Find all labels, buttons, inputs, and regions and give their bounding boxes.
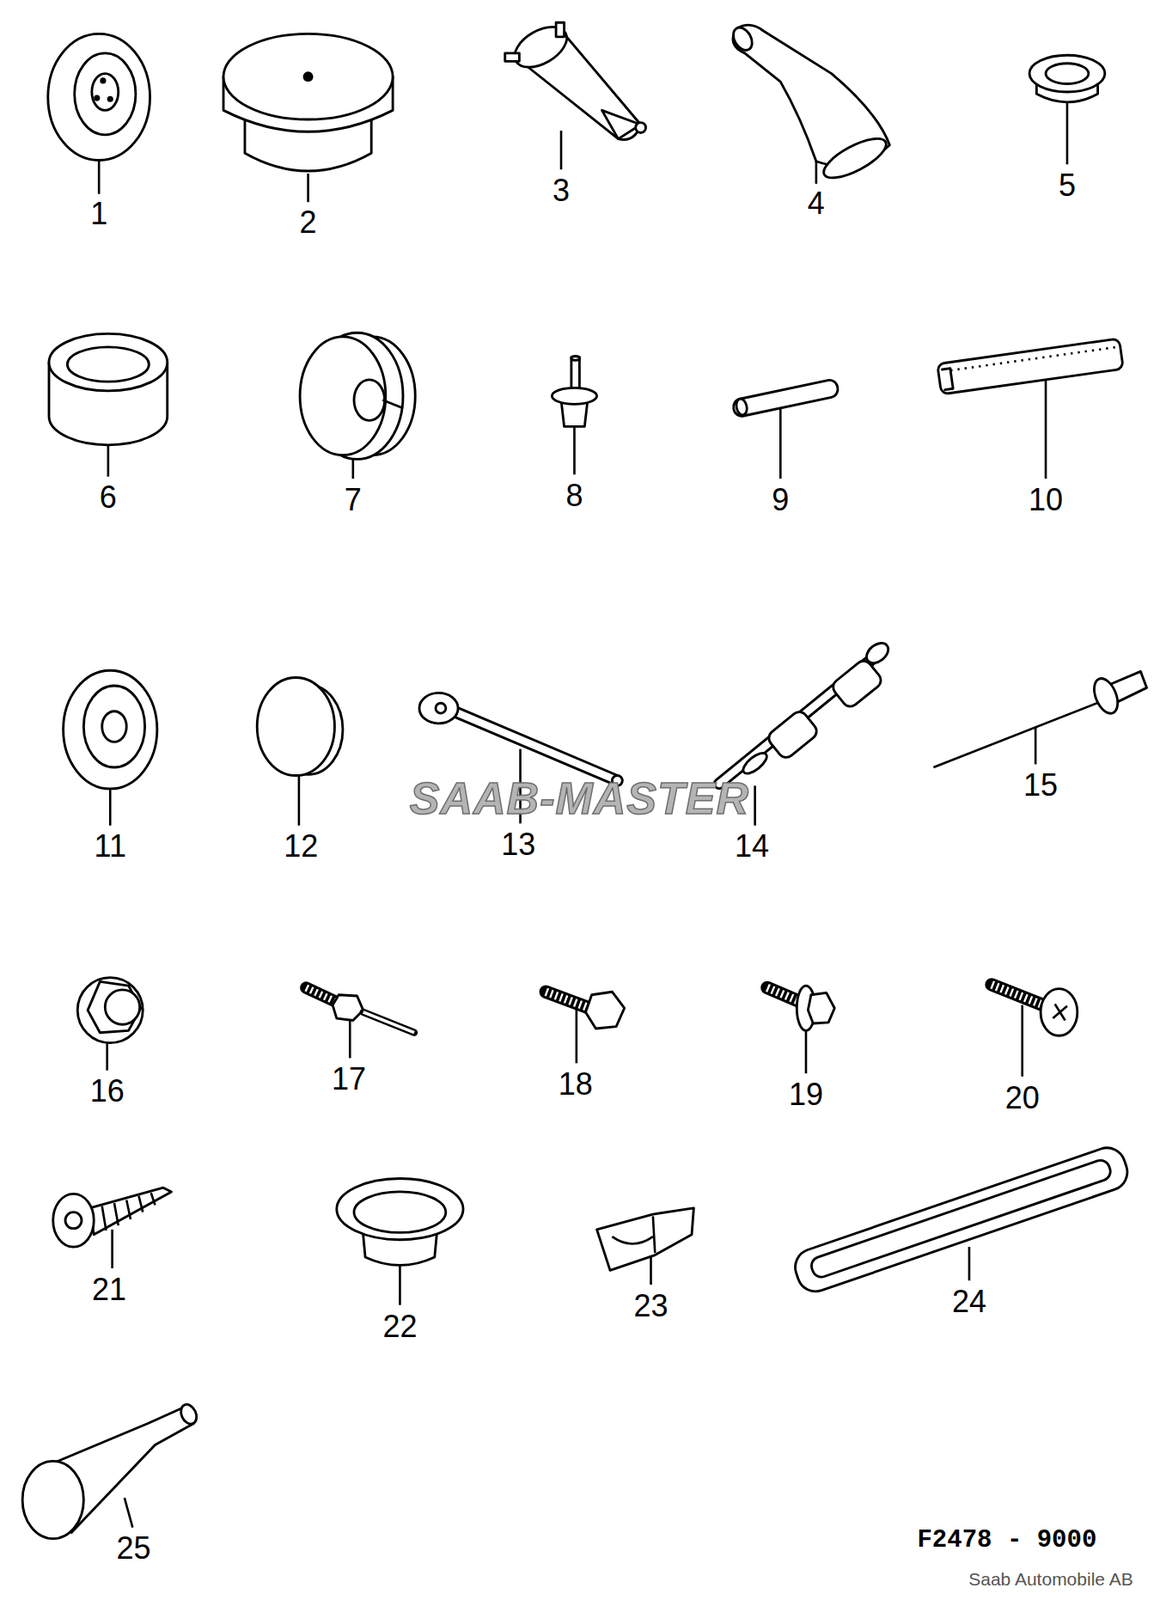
callout-number: 22 [382, 1309, 417, 1344]
flange-bolt [767, 985, 835, 1031]
callout-number: 23 [633, 1288, 668, 1324]
edge-strip [937, 338, 1124, 395]
callout-number: 12 [283, 830, 318, 865]
callout-number: 19 [788, 1077, 824, 1112]
callout-number: 13 [500, 827, 536, 862]
callout-number: 10 [1028, 482, 1063, 518]
small-grommet [1029, 54, 1106, 103]
callout-number: 20 [1005, 1080, 1040, 1116]
callout-number: 3 [552, 173, 570, 208]
hose-piece [732, 378, 840, 418]
callout-number: 7 [344, 482, 362, 518]
spring-clip [597, 1208, 695, 1270]
spring-rod [719, 639, 892, 784]
callout-number: 25 [116, 1532, 152, 1567]
grommet-disc [48, 33, 151, 160]
grooved-grommet [299, 332, 416, 459]
callout-number: 4 [807, 187, 825, 222]
leader-lines [98, 102, 1068, 1528]
callout-number: 14 [734, 830, 770, 865]
callout-number: 9 [771, 482, 789, 518]
plug-stopper [22, 1402, 200, 1539]
copyright-note: Saab Automobile AB [968, 1569, 1133, 1589]
bushing-ring [48, 333, 168, 445]
push-pin [551, 356, 597, 428]
callout-number: 21 [91, 1272, 127, 1307]
blanking-grommet [63, 670, 158, 789]
cap-plug [256, 677, 343, 776]
link-rod [419, 692, 623, 786]
stud-bolt [305, 987, 415, 1032]
large-plug [223, 33, 393, 171]
pan-screw [991, 984, 1078, 1036]
callout-number: 17 [331, 1062, 367, 1097]
hex-bolt [545, 991, 624, 1029]
rubber-boot [729, 24, 892, 186]
flange-nut [77, 977, 143, 1044]
callout-number: 2 [299, 205, 318, 240]
callout-number: 5 [1058, 168, 1076, 203]
callout-number: 1 [90, 197, 108, 232]
callout-number: 24 [952, 1284, 987, 1319]
callout-number: 11 [94, 830, 127, 865]
callout-number: 16 [90, 1074, 125, 1110]
tapping-screw [53, 1187, 172, 1247]
pop-rivet [933, 671, 1147, 768]
callout-number: 8 [565, 478, 583, 513]
ring-grommet [336, 1178, 464, 1266]
watermark: SAAB-MASTER [409, 774, 750, 824]
callout-number: 15 [1023, 768, 1058, 803]
figure-reference: F2478 - 9000 [916, 1526, 1097, 1555]
gasket-loop [790, 1142, 1133, 1297]
callout-number: 18 [558, 1067, 593, 1102]
cone-grommet [505, 18, 647, 141]
callout-number: 6 [99, 481, 117, 516]
